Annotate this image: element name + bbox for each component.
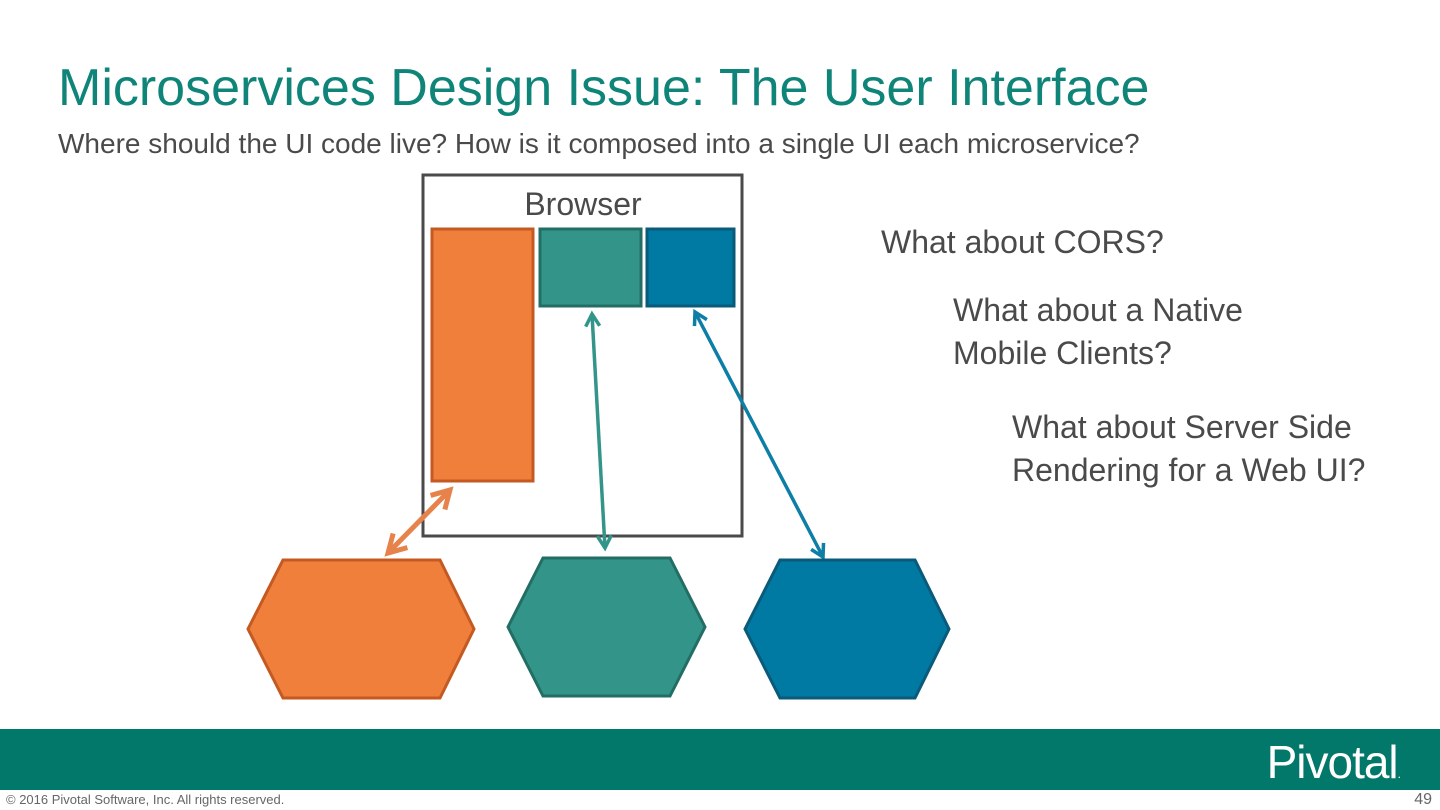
slide-title: Microservices Design Issue: The User Int… (58, 59, 1150, 117)
question-native-mobile: What about a Native Mobile Clients? (953, 289, 1243, 375)
blue-microservice-hexagon (743, 558, 951, 700)
question-line: What about CORS? (881, 224, 1164, 260)
slide-subtitle: Where should the UI code live? How is it… (58, 128, 1140, 159)
browser-label: Browser (524, 186, 642, 222)
blue-ui-fragment (645, 227, 736, 308)
orange-connector-arrow (384, 486, 454, 557)
orange-microservice-hexagon (246, 558, 476, 700)
question-line: What about a Native (953, 292, 1243, 328)
question-server-side-rendering: What about Server Side Rendering for a W… (1012, 406, 1365, 492)
copyright-notice: © 2016 Pivotal Software, Inc. All rights… (6, 792, 285, 807)
architecture-diagram (246, 173, 951, 700)
teal-ui-fragment (538, 227, 643, 308)
teal-connector-arrow (584, 310, 613, 552)
logo-mark: . (1397, 767, 1402, 781)
question-cors: What about CORS? (881, 221, 1164, 264)
pivotal-logo: Pivotal. (1266, 735, 1402, 789)
orange-ui-fragment (430, 227, 535, 483)
blue-connector-arrow (692, 308, 826, 561)
question-line: Rendering for a Web UI? (1012, 452, 1366, 488)
logo-text: Pivotal (1266, 736, 1399, 788)
footer-bar: Pivotal. (0, 729, 1440, 790)
page-number: 49 (1414, 791, 1432, 808)
question-line: Mobile Clients? (953, 335, 1172, 371)
question-line: What about Server Side (1012, 409, 1352, 445)
teal-microservice-hexagon (506, 556, 707, 698)
